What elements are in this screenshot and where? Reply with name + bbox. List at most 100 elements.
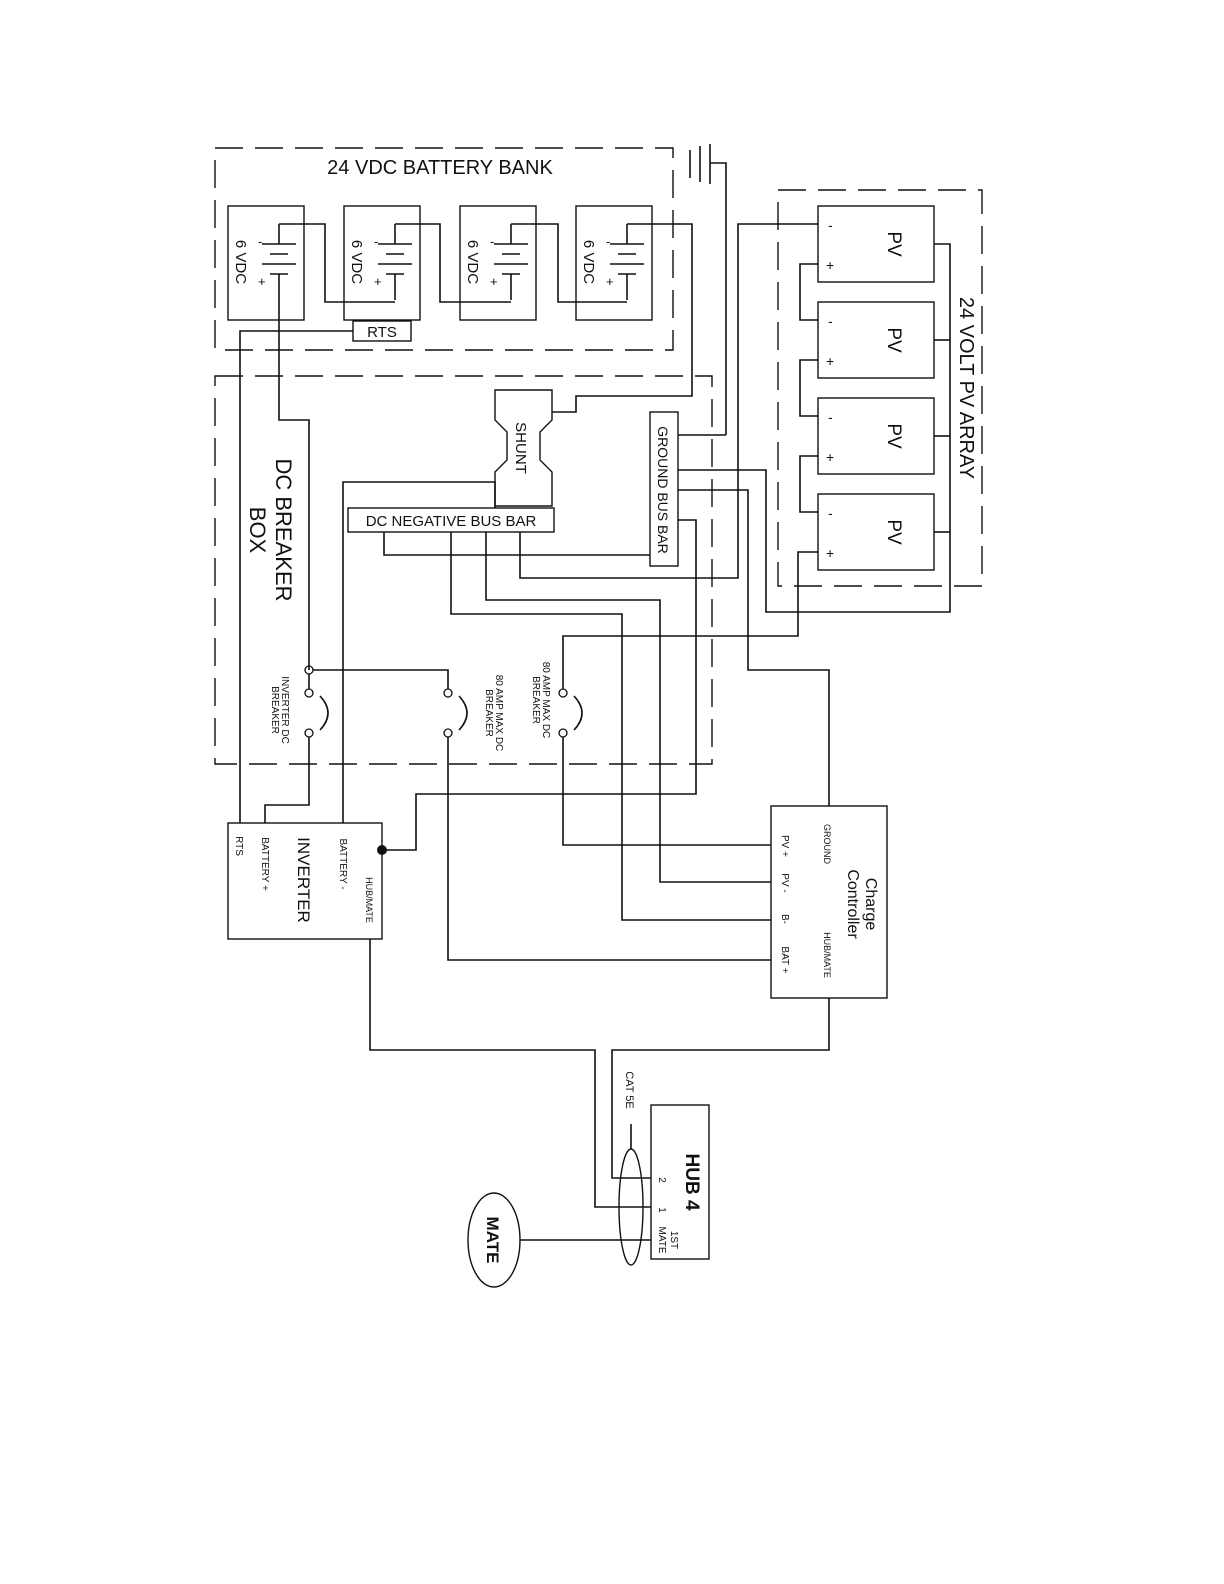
pv-panel-box: [817, 493, 935, 571]
battery-bank-enclosure: [214, 147, 674, 351]
battery-symbol-icon: [262, 224, 296, 300]
hub-port-2: 2: [656, 1177, 667, 1183]
battery-neg-sign: -: [490, 234, 494, 249]
battery-pos-sign: +: [258, 274, 266, 289]
inverter-box: [227, 822, 383, 940]
inverter-ground-wire: [382, 519, 697, 851]
dc-breaker-box-enclosure: [214, 375, 713, 765]
controller-pv-negative-wire: [485, 532, 771, 883]
controller-ground-wire: [678, 489, 830, 806]
pv-panel-box: [817, 205, 935, 283]
pv-series-wire: [799, 263, 818, 321]
pv-negative-wire: [519, 223, 818, 579]
pv-pos-sign: +: [826, 449, 834, 465]
pv-series-wire: [799, 359, 818, 417]
ground-bus-bar: [649, 411, 679, 567]
pv-pos-sign: +: [826, 257, 834, 273]
battery-cell-box: [227, 205, 305, 321]
pv-array-title: 24 VOLT PV ARRAY: [955, 297, 977, 479]
hub-port-first: 1ST: [668, 1231, 679, 1249]
pv-panel-label: PV: [883, 231, 904, 257]
battery-symbol-icon: [494, 224, 528, 300]
battery-cell: 6 VDC - +: [575, 205, 653, 321]
shunt-label: SHUNT: [512, 422, 529, 474]
pv-neg-sign: -: [828, 313, 833, 329]
inverter-hub-cable: [369, 939, 651, 1208]
pv-panel-box: [817, 301, 935, 379]
inverter-battery-pos-terminal: BATTERY +: [259, 837, 270, 891]
battery-cell: 6 VDC - +: [227, 205, 305, 321]
pv-panel: PV - +: [817, 493, 935, 571]
battery-cell: 6 VDC - +: [459, 205, 537, 321]
pv-frame-ground-wire: [934, 243, 951, 586]
inverter-rts-terminal: RTS: [233, 836, 244, 856]
battery-pos-sign: +: [374, 274, 382, 289]
breaker-label-line2: BREAKER: [269, 686, 280, 734]
pv-panel-label: PV: [883, 519, 904, 545]
controller-b-negative-wire: [450, 532, 771, 921]
battery-neg-sign: -: [374, 234, 378, 249]
series-wire: [395, 223, 511, 303]
battery-cell-label: 6 VDC: [232, 240, 249, 284]
battery-neg-sign: -: [258, 234, 262, 249]
inverter-battery-neg-terminal: BATTERY -: [337, 838, 348, 889]
controller-hub-cable: [611, 998, 830, 1179]
controller-bat-pos-terminal: BAT +: [779, 946, 790, 973]
dc-breaker-box: DC BREAKER BOX SHUNT GROUND BUS BAR DC N…: [214, 375, 713, 765]
pv-array-enclosure: [777, 189, 983, 587]
shunt: [494, 389, 553, 507]
inverter: INVERTER RTS BATTERY + BATTERY - HUB/MAT…: [227, 822, 387, 940]
dc-box-title-line1: DC BREAKER: [271, 458, 296, 601]
pv-frame-ground: [678, 469, 951, 613]
battery-negative-wire: [552, 223, 693, 413]
pv-dc-breaker: 80 AMP MAX DC BREAKER: [443, 675, 504, 752]
battery-symbol-icon: [378, 224, 412, 300]
pv-panel: PV - +: [817, 301, 935, 379]
pv-panel: PV - +: [817, 397, 935, 475]
earth-ground-icon: [689, 144, 727, 435]
breaker-label-line1: 80 AMP MAX DC: [493, 675, 504, 752]
controller-pv-neg-terminal: PV -: [779, 873, 790, 892]
inverter-dc-breaker: INVERTER DC BREAKER: [269, 665, 329, 744]
dc-negative-bus-bar-label: DC NEGATIVE BUS BAR: [366, 513, 537, 530]
inverter-battery-negative-wire: [342, 481, 496, 823]
hub-box: [650, 1104, 710, 1260]
controller-ground-terminal: GROUND: [822, 824, 832, 864]
hub: HUB 4 1ST MATE 1 2 CAT 5E: [618, 1071, 710, 1266]
hub-title: HUB 4: [681, 1153, 702, 1210]
controller-b-neg-terminal: B-: [779, 914, 790, 924]
battery-pos-sign: +: [490, 274, 498, 289]
breaker-label-line1: 80 AMP MAX DC: [540, 662, 551, 739]
battery-cell: 6 VDC - +: [343, 205, 421, 321]
breaker-label-line2: BREAKER: [530, 676, 541, 724]
wiring: [239, 223, 951, 1241]
pv-panel: PV - +: [817, 205, 935, 283]
controller-hub-mate-port: HUB/MATE: [822, 932, 832, 978]
battery-dc-breaker: 80 AMP MAX DC BREAKER: [530, 662, 583, 739]
pv-neg-sign: -: [828, 217, 833, 233]
breaker-positive-bus: [313, 669, 449, 689]
series-wire: [511, 223, 627, 303]
pv-panel-label: PV: [883, 327, 904, 353]
breaker-label-line1: INVERTER DC: [279, 676, 290, 744]
battery-cell-box: [575, 205, 653, 321]
breaker-arc-icon: [573, 695, 583, 731]
controller-pv-pos-terminal: PV +: [779, 835, 790, 857]
ground-bus-bar-label: GROUND BUS BAR: [655, 426, 671, 554]
pv-pos-sign: +: [826, 545, 834, 561]
battery-rts-label: RTS: [367, 324, 397, 341]
inverter-battery-positive-wire: [264, 737, 310, 823]
pv-panel-label: PV: [883, 423, 904, 449]
battery-cell-label: 6 VDC: [464, 240, 481, 284]
battery-symbol-icon: [610, 224, 644, 300]
battery-bank-title: 24 VDC BATTERY BANK: [327, 157, 553, 179]
battery-positive-wire: [278, 300, 310, 670]
battery-cell-box: [343, 205, 421, 321]
pv-positive-wire: [562, 551, 818, 689]
battery-bank: 24 VDC BATTERY BANK 6 VDC - + 6 VDC: [214, 147, 674, 351]
charge-controller: Charge Controller GROUND HUB/MATE PV + P…: [770, 805, 888, 999]
pv-pos-sign: +: [826, 353, 834, 369]
series-wire: [279, 223, 395, 303]
pv-panel-box: [817, 397, 935, 475]
